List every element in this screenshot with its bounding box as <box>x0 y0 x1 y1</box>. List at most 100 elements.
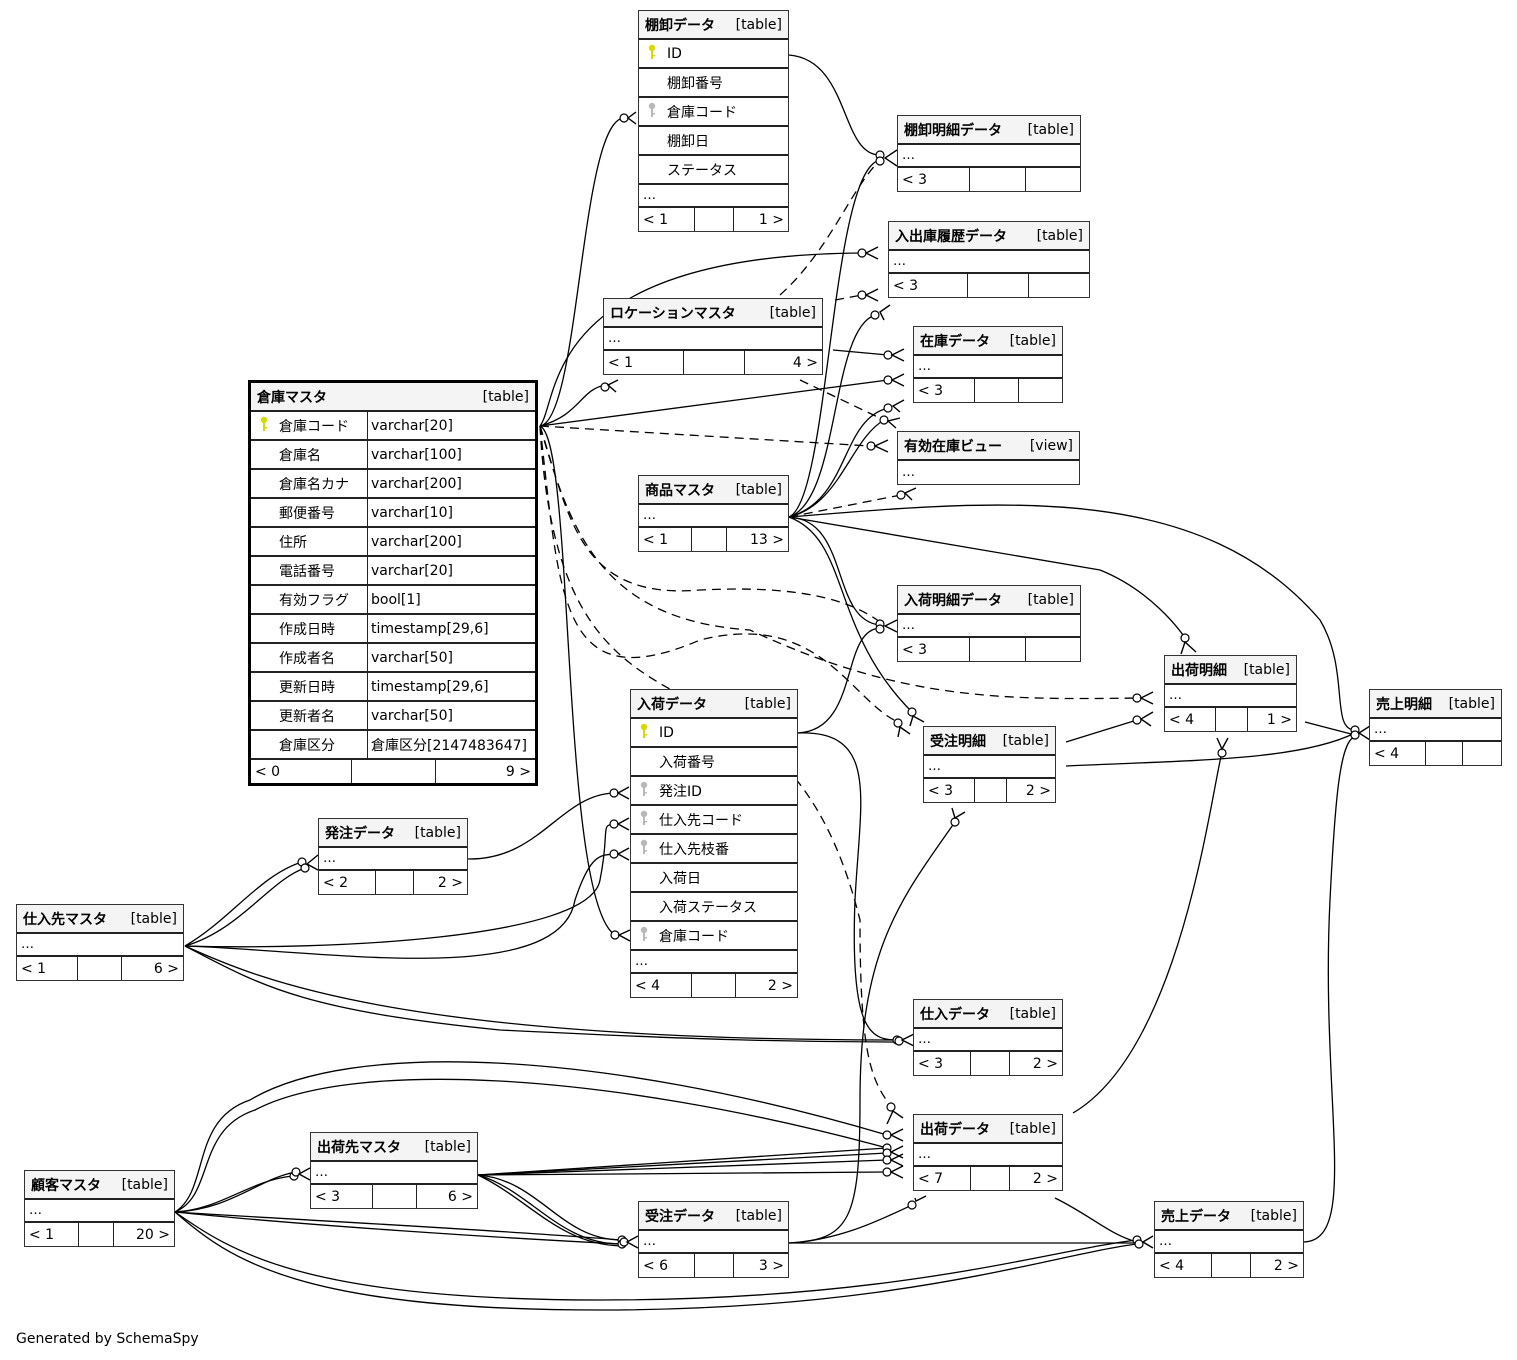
table-uriage-meisai[interactable]: 売上明細 [table] … < 4 <box>1369 689 1502 766</box>
footer-spacer <box>695 1254 734 1277</box>
table-footer: < 4 2 > <box>631 974 797 997</box>
parents-count[interactable]: < 3 <box>889 274 968 297</box>
edge-kokyaku-shukka-1 <box>174 1061 888 1213</box>
table-name: 顧客マスタ <box>31 1177 101 1194</box>
primary-key-icon <box>257 416 271 436</box>
edge-shukkasaki-shukka-3 <box>477 1171 888 1176</box>
table-shukka-meisai[interactable]: 出荷明細 [table] … < 4 1 > <box>1164 655 1297 732</box>
edge-shukkasaki-juchu-2 <box>477 1174 623 1245</box>
table-location[interactable]: ロケーションマスタ [table] … < 1 4 > <box>603 298 823 375</box>
table-kokyaku[interactable]: 顧客マスタ [table] … < 1 20 > <box>24 1170 175 1247</box>
table-shukkasaki[interactable]: 出荷先マスタ [table] … < 3 6 > <box>310 1132 478 1209</box>
table-header: 受注明細 [table] <box>924 727 1055 756</box>
children-count[interactable]: 6 > <box>447 1188 473 1205</box>
parents-count[interactable]: < 4 <box>1165 708 1216 731</box>
children-count[interactable]: 1 > <box>758 211 784 228</box>
column-name: 電話番号 <box>279 563 335 580</box>
parents-count[interactable]: < 1 <box>17 957 78 980</box>
table-nyushuko-rireki[interactable]: 入出庫履歴データ [table] … < 3 <box>888 221 1090 298</box>
children-count[interactable] <box>1019 379 1062 402</box>
parents-count[interactable]: < 1 <box>639 528 692 551</box>
column-name: ID <box>659 724 674 741</box>
column-row: •入荷番号 <box>631 748 797 777</box>
edge-shukkasaki-shukka-2 <box>477 1152 888 1176</box>
parents-count[interactable]: < 1 <box>639 208 695 231</box>
children-count[interactable]: 2 > <box>1032 1055 1058 1072</box>
foreign-key-icon <box>637 810 651 830</box>
table-type: [table] <box>482 388 529 405</box>
table-nyuka-meisai[interactable]: 入荷明細データ [table] … < 3 <box>897 585 1081 662</box>
edge-hatchu-nyuka <box>467 792 615 860</box>
children-count[interactable]: 2 > <box>437 874 463 891</box>
parents-count[interactable]: < 3 <box>898 168 970 191</box>
table-shukka[interactable]: 出荷データ [table] … < 7 2 > <box>913 1114 1063 1191</box>
table-shohin[interactable]: 商品マスタ [table] … < 1 13 > <box>638 475 789 552</box>
table-juchu[interactable]: 受注データ [table] … < 6 3 > <box>638 1201 789 1278</box>
parents-count[interactable]: < 2 <box>319 871 376 894</box>
table-tanaoroshi[interactable]: 棚卸データ [table] ID •棚卸番号 倉庫コード •棚卸日 •ステータス… <box>638 10 789 232</box>
edge-nyuka-nyuka-meisai <box>797 627 881 734</box>
table-shiiresaki[interactable]: 仕入先マスタ [table] … < 1 6 > <box>16 904 184 981</box>
edge-shiiresaki-hatchu-2 <box>184 867 306 947</box>
parents-count[interactable]: < 3 <box>924 779 975 802</box>
table-footer: < 7 2 > <box>914 1167 1062 1190</box>
children-count[interactable]: 2 > <box>1273 1257 1299 1274</box>
children-count[interactable]: 2 > <box>1032 1170 1058 1187</box>
parents-count[interactable]: < 4 <box>1370 742 1426 765</box>
children-count[interactable]: 6 > <box>153 960 179 977</box>
parents-count[interactable]: < 3 <box>311 1185 373 1208</box>
table-type: [table] <box>1027 591 1074 608</box>
table-name: 売上データ <box>1161 1208 1231 1225</box>
table-type: [table] <box>735 481 782 498</box>
children-count[interactable]: 20 > <box>136 1226 170 1243</box>
children-count[interactable] <box>1026 168 1080 191</box>
parents-count[interactable]: < 0 <box>251 760 352 783</box>
edge-tanaoroshi-meisai <box>788 54 881 156</box>
edge-juchu-shukka <box>788 1204 913 1244</box>
edge-shohin-yuko-zaiko <box>788 494 902 518</box>
edge-shohin-nyuka-meisai <box>788 516 881 626</box>
parents-count[interactable]: < 3 <box>914 1052 971 1075</box>
table-shiire[interactable]: 仕入データ [table] … < 3 2 > <box>913 999 1063 1076</box>
children-count[interactable] <box>1463 742 1501 765</box>
parents-count[interactable]: < 3 <box>914 379 975 402</box>
parents-count[interactable]: < 4 <box>631 974 692 997</box>
table-nyuka[interactable]: 入荷データ [table] ID•入荷番号発注ID仕入先コード仕入先枝番•入荷日… <box>630 689 798 998</box>
column-row: •棚卸番号 <box>639 69 788 98</box>
parents-count[interactable]: < 1 <box>604 351 684 374</box>
table-soko[interactable]: 倉庫マスタ [table] 倉庫コードvarchar[20]•倉庫名varcha… <box>248 380 538 786</box>
column-row: •ステータス <box>639 156 788 185</box>
parents-count[interactable]: < 7 <box>914 1167 971 1190</box>
children-count[interactable]: 3 > <box>758 1257 784 1274</box>
children-count[interactable]: 4 > <box>792 354 818 371</box>
table-tanaoroshi-meisai[interactable]: 棚卸明細データ [table] … < 3 <box>897 115 1081 192</box>
edge-kokyaku-juchu-2 <box>174 1211 623 1245</box>
parents-count[interactable]: < 3 <box>898 638 970 661</box>
view-yuko-zaiko[interactable]: 有効在庫ビュー [view] … <box>897 431 1080 485</box>
parents-count[interactable]: < 6 <box>639 1254 695 1277</box>
children-count[interactable]: 9 > <box>505 763 531 780</box>
table-zaiko[interactable]: 在庫データ [table] … < 3 <box>913 326 1063 403</box>
table-header: 入荷データ [table] <box>631 690 797 719</box>
table-hatchu[interactable]: 発注データ [table] … < 2 2 > <box>318 818 468 895</box>
table-juchu-meisai[interactable]: 受注明細 [table] … < 3 2 > <box>923 726 1056 803</box>
table-footer: < 3 <box>898 168 1080 191</box>
column-type: bool[1] <box>367 586 535 613</box>
children-count[interactable]: 2 > <box>767 977 793 994</box>
parents-count[interactable]: < 1 <box>25 1223 79 1246</box>
column-name: 倉庫名カナ <box>279 476 349 493</box>
parents-count[interactable]: < 4 <box>1155 1254 1212 1277</box>
children-count[interactable]: 2 > <box>1025 782 1051 799</box>
children-count[interactable] <box>1029 274 1089 297</box>
children-count[interactable] <box>1026 638 1080 661</box>
table-header: 棚卸データ [table] <box>639 11 788 40</box>
more-columns: … <box>898 145 1080 168</box>
crows-foot-marks <box>297 111 1371 1249</box>
children-count[interactable]: 1 > <box>1266 711 1292 728</box>
column-name: 郵便番号 <box>279 505 335 522</box>
children-count[interactable]: 13 > <box>750 531 784 548</box>
table-uriage[interactable]: 売上データ [table] … < 4 2 > <box>1154 1201 1304 1278</box>
